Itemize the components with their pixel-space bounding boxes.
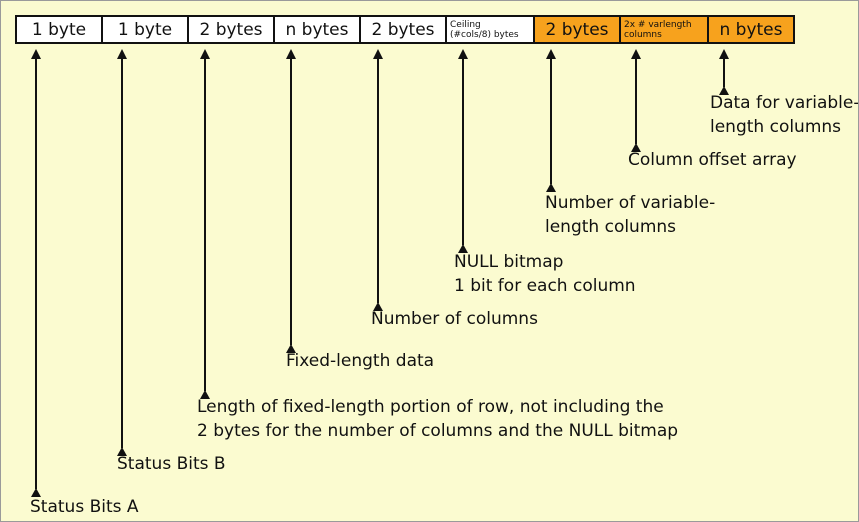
label-text-line-2: 1 bit for each column — [454, 276, 636, 296]
number-of-columns-box: 2 bytes — [359, 15, 447, 44]
label-fixed-length-portion: Length of fixed-length portion of row, n… — [197, 395, 678, 443]
var-column-count-box: 2 bytes — [533, 15, 621, 44]
box-label-line-1: 2x # varlength — [624, 19, 692, 30]
label-text: Status Bits A — [30, 497, 139, 517]
label-text-line-2: 2 bytes for the number of columns and th… — [197, 421, 679, 441]
fixed-length-size-box: 2 bytes — [187, 15, 275, 44]
label-column-offset-array: Column offset array — [628, 148, 797, 172]
box-label: 2 bytes — [199, 19, 263, 40]
label-text-line-1: Length of fixed-length portion of row, n… — [197, 397, 664, 417]
box-label: 2 bytes — [371, 19, 435, 40]
status-bits-a-box: 1 byte — [15, 15, 103, 44]
status-bits-b-box: 1 byte — [101, 15, 189, 44]
label-text-line-1: Number of variable- — [545, 193, 716, 213]
null-bitmap-box: Ceiling (#cols/8) bytes — [445, 15, 535, 44]
box-label-line-2: (#cols/8) bytes — [450, 29, 519, 40]
label-text-line-1: Data for variable- — [710, 93, 859, 113]
label-number-of-columns: Number of columns — [371, 307, 538, 331]
box-label: 1 byte — [117, 19, 173, 40]
label-var-length-data: Data for variable- length columns — [710, 91, 859, 139]
label-text-line-2: length columns — [710, 117, 842, 137]
label-text-line-2: length columns — [545, 217, 677, 237]
fixed-length-data-box: n bytes — [273, 15, 361, 44]
box-label: 2 bytes — [545, 19, 609, 40]
label-null-bitmap: NULL bitmap 1 bit for each column — [454, 250, 636, 298]
box-label: n bytes — [285, 19, 349, 40]
box-label: 1 byte — [31, 19, 87, 40]
label-text: Status Bits B — [117, 454, 226, 474]
label-text: Column offset array — [628, 150, 797, 170]
label-status-bits-a: Status Bits A — [30, 495, 139, 519]
label-var-column-count: Number of variable- length columns — [545, 191, 715, 239]
label-status-bits-b: Status Bits B — [117, 452, 226, 476]
box-label: n bytes — [719, 19, 783, 40]
box-label-line-2: columns — [624, 29, 662, 40]
column-offset-array-box: 2x # varlength columns — [619, 15, 709, 44]
label-fixed-length-data: Fixed-length data — [286, 349, 434, 373]
box-label-line-1: Ceiling — [450, 19, 481, 30]
label-text: Number of columns — [371, 309, 538, 329]
label-text: Fixed-length data — [286, 351, 435, 371]
label-text-line-1: NULL bitmap — [454, 252, 564, 272]
var-length-data-box: n bytes — [707, 15, 795, 44]
